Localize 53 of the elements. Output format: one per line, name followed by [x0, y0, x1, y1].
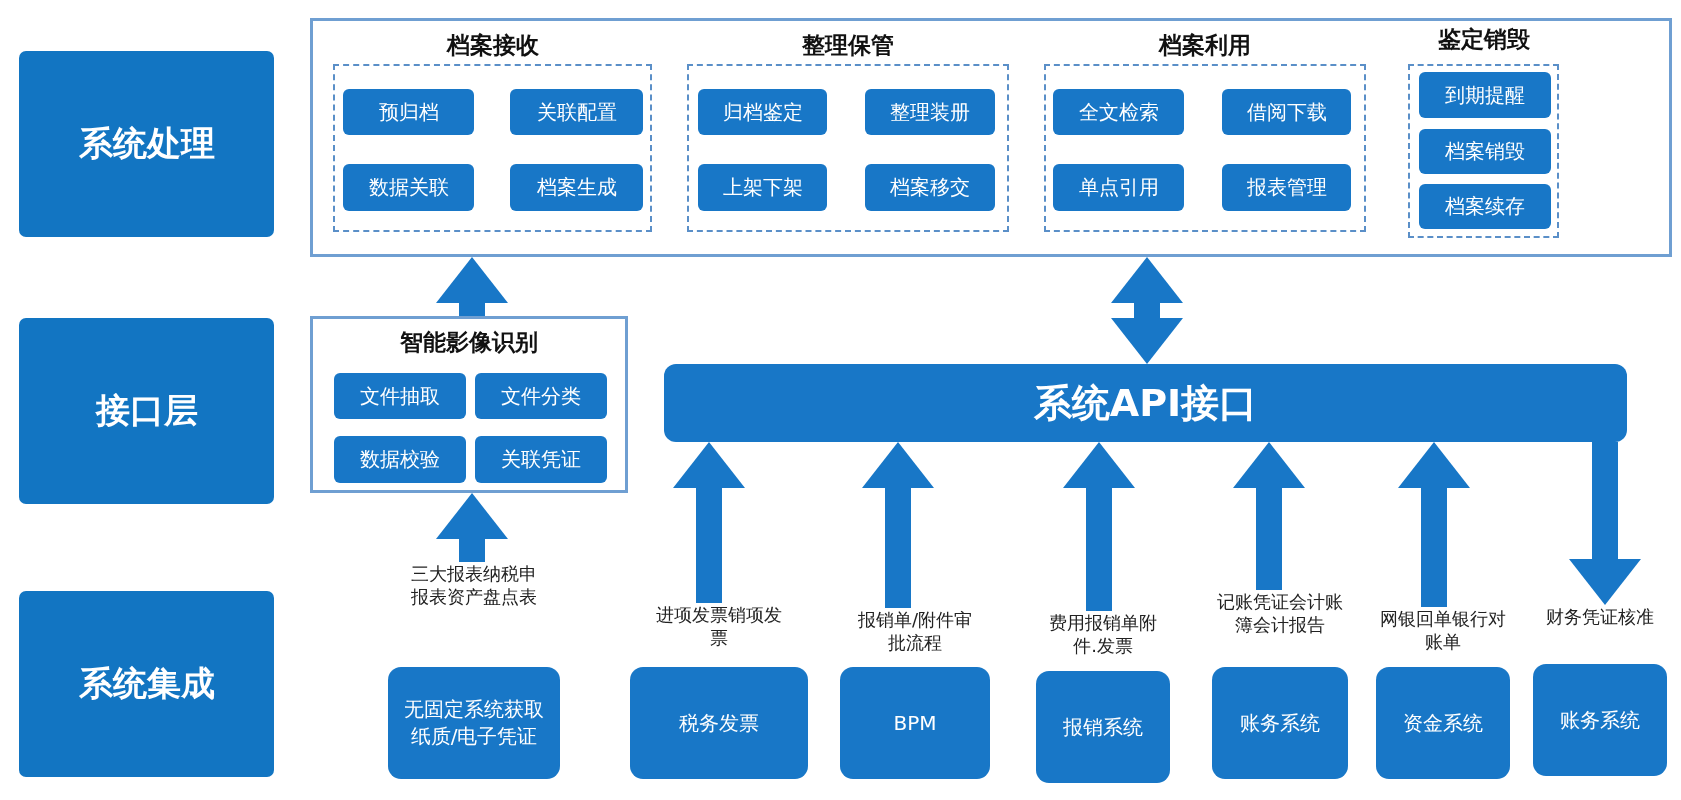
- layer-label-box: 系统处理: [19, 51, 274, 237]
- block-arrow: [436, 257, 508, 316]
- block-arrow: [436, 493, 508, 562]
- group-heading: 档案接收: [445, 31, 540, 60]
- data-type-note: 报销单/附件审批流程: [856, 608, 974, 654]
- layer-label-box: 系统集成: [19, 591, 274, 777]
- function-button: 关联配置: [510, 89, 643, 135]
- layer-label-box: 接口层: [19, 318, 274, 504]
- function-button: 数据关联: [343, 164, 474, 211]
- block-arrow: [1398, 442, 1470, 607]
- system-box: 无固定系统获取纸质/电子凭证: [388, 667, 560, 779]
- function-button: 档案续存: [1419, 184, 1551, 229]
- system-box: 税务发票: [630, 667, 808, 779]
- function-button: 档案移交: [865, 164, 995, 211]
- system-box: 报销系统: [1036, 671, 1170, 783]
- data-type-note: 财务凭证核准: [1546, 605, 1654, 628]
- function-button: 数据校验: [334, 436, 466, 483]
- function-button: 文件分类: [475, 373, 607, 419]
- block-arrow: [1569, 442, 1641, 605]
- block-arrow: [1111, 257, 1183, 364]
- system-box: 账务系统: [1212, 667, 1348, 779]
- block-arrow: [1063, 442, 1135, 611]
- function-button: 报表管理: [1222, 164, 1351, 211]
- function-button: 档案生成: [510, 164, 643, 211]
- function-button: 整理装册: [865, 89, 995, 135]
- data-type-note: 记账凭证会计账簿会计报告: [1216, 590, 1344, 636]
- function-button: 上架下架: [698, 164, 827, 211]
- function-button: 文件抽取: [334, 373, 466, 419]
- panel-heading: 智能影像识别: [399, 328, 539, 357]
- data-type-note: 进项发票销项发票: [655, 603, 783, 649]
- function-button: 单点引用: [1053, 164, 1184, 211]
- function-button: 归档鉴定: [698, 89, 827, 135]
- function-button: 预归档: [343, 89, 474, 135]
- system-box: BPM: [840, 667, 990, 779]
- function-button: 到期提醒: [1419, 72, 1551, 118]
- block-arrow: [862, 442, 934, 608]
- function-button: 借阅下载: [1222, 89, 1351, 135]
- function-button: 档案销毁: [1419, 129, 1551, 174]
- system-box: 资金系统: [1376, 667, 1510, 779]
- block-arrow: [673, 442, 745, 603]
- function-button: 全文检索: [1053, 89, 1184, 135]
- group-heading: 档案利用: [1157, 31, 1252, 60]
- module-panel: [310, 18, 1672, 257]
- data-type-note: 三大报表纳税申报表资产盘点表: [410, 562, 538, 608]
- group-heading: 鉴定销毁: [1436, 25, 1531, 54]
- system-box: 账务系统: [1533, 664, 1667, 776]
- api-bar: 系统API接口: [664, 364, 1627, 442]
- block-arrow: [1233, 442, 1305, 590]
- data-type-note: 费用报销单附件.发票: [1048, 611, 1158, 657]
- group-heading: 整理保管: [801, 31, 895, 60]
- function-button: 关联凭证: [475, 436, 607, 483]
- module-panel: [310, 316, 628, 493]
- data-type-note: 网银回单银行对账单: [1379, 607, 1507, 653]
